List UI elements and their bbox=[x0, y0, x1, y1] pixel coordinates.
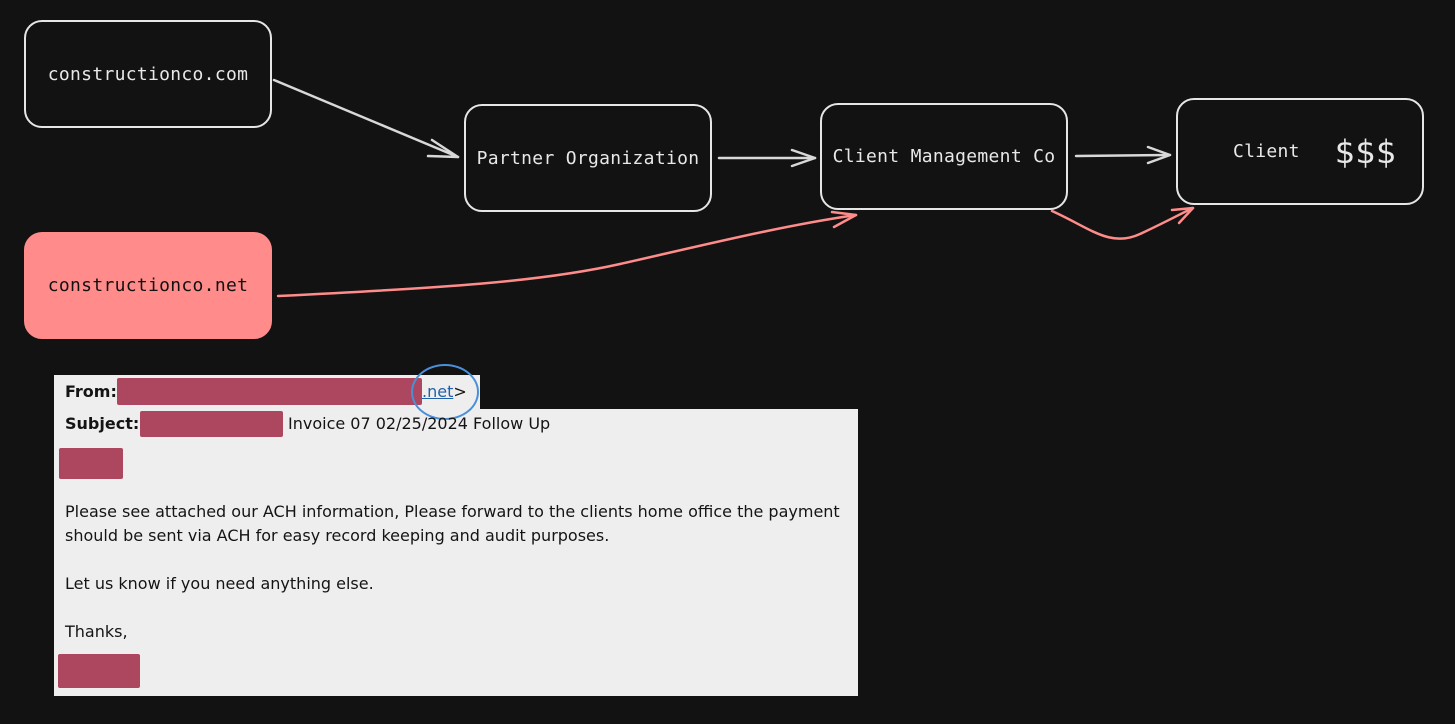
email-body-paragraph: Please see attached our ACH information,… bbox=[65, 502, 840, 545]
email-subject-text: Invoice 07 02/25/2024 Follow Up bbox=[288, 414, 551, 433]
arrow-net-to-clientmgmt bbox=[276, 213, 858, 298]
node-label: constructionco.com bbox=[47, 63, 249, 85]
node-label: Client Management Co bbox=[832, 146, 1056, 167]
email-from-label: From: bbox=[65, 382, 117, 401]
node-label: Partner Organization bbox=[476, 147, 700, 169]
redacted-sender bbox=[117, 378, 422, 405]
node-client: Client $$$ bbox=[1176, 98, 1424, 205]
redacted-greeting bbox=[59, 448, 123, 479]
node-partner-organization: Partner Organization bbox=[464, 104, 712, 212]
email-subject-label: Subject: bbox=[65, 414, 140, 433]
arrow-com-to-partner bbox=[272, 78, 460, 159]
arrowhead-partner-to-clientmgmt bbox=[790, 148, 817, 168]
arrowhead-clientmgmt-to-client-redirect bbox=[1170, 206, 1195, 225]
node-client-management-co: Client Management Co bbox=[820, 103, 1068, 210]
node-label: Client bbox=[1233, 141, 1300, 162]
node-constructionco-net: constructionco.net bbox=[24, 232, 272, 339]
redacted-signature bbox=[58, 654, 140, 688]
email-closing: Thanks, bbox=[65, 622, 128, 641]
node-label: constructionco.net bbox=[47, 275, 249, 296]
money-label: $$$ bbox=[1334, 132, 1397, 171]
node-constructionco-com: constructionco.com bbox=[24, 20, 272, 128]
redacted-subject bbox=[140, 411, 283, 437]
arrowhead-clientmgmt-to-client bbox=[1146, 145, 1172, 165]
arrowhead-net-to-clientmgmt bbox=[830, 210, 858, 229]
arrowhead-com-to-partner bbox=[426, 138, 460, 159]
email-body-followup: Let us know if you need anything else. bbox=[65, 574, 374, 593]
highlight-circle bbox=[411, 364, 479, 420]
email-screenshot bbox=[54, 409, 858, 696]
arrow-clientmgmt-to-client bbox=[1074, 153, 1172, 158]
arrow-clientmgmt-to-client-redirect bbox=[1050, 206, 1195, 240]
